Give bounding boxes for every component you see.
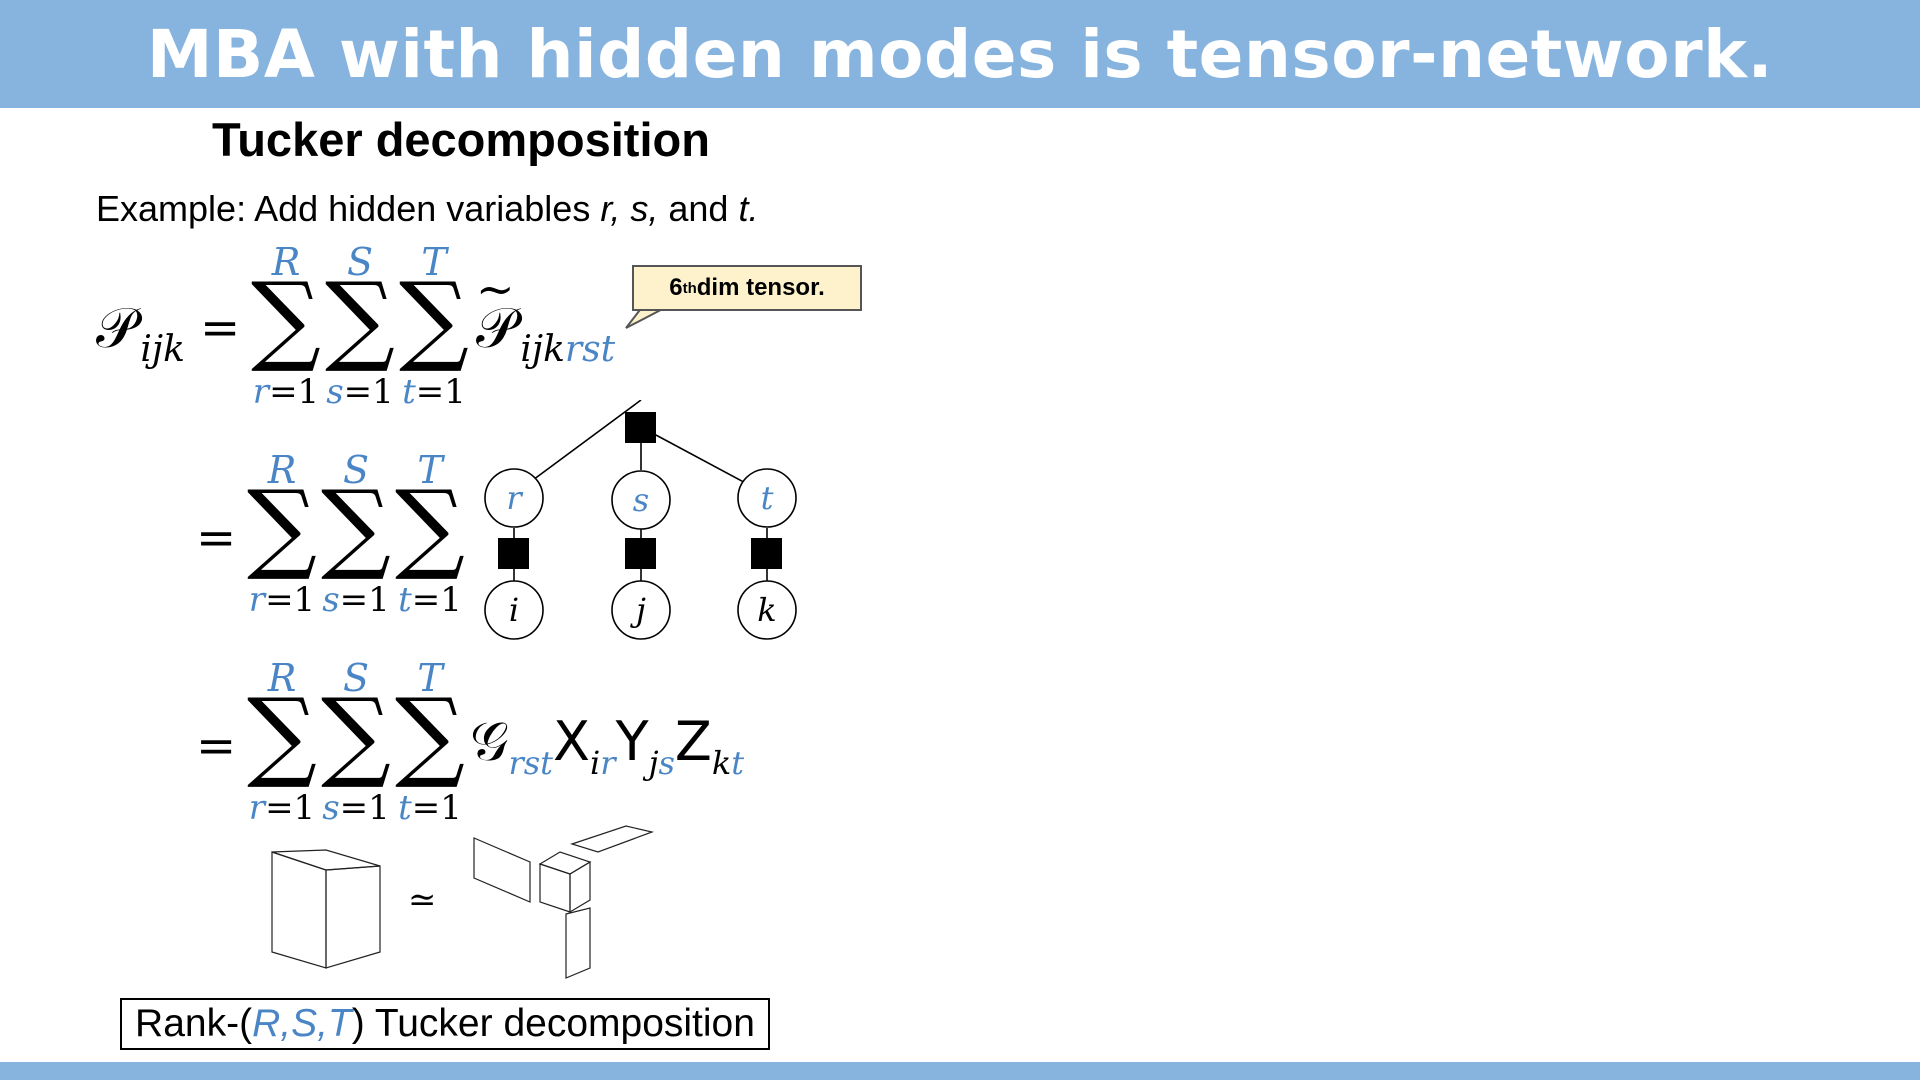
hidden-node-r (484, 468, 544, 528)
title-bar: MBA with hidden modes is tensor-network. (0, 0, 1920, 108)
eq1-lhs-symbol: 𝒫 (96, 296, 137, 361)
sum-lower: r=1 (248, 788, 316, 828)
cube-left-face (271, 851, 327, 969)
observed-node-i (484, 580, 544, 640)
sum-lower: r=1 (252, 372, 320, 412)
sum-lower: t=1 (402, 372, 466, 412)
hidden-label-t: t (761, 479, 774, 517)
core-tensor-index: rst (508, 744, 554, 782)
observed-label-i: i (509, 591, 519, 629)
factor-z-index: kt (711, 744, 745, 782)
factor-node-y (625, 538, 656, 569)
factor-x-index: ir (590, 744, 616, 782)
sum-upper: S (342, 656, 370, 700)
sum-upper: R (271, 240, 301, 284)
sigma-symbol: ∑ (247, 678, 317, 792)
example-var-r: r, (600, 188, 621, 229)
sum-lower: s=1 (326, 372, 394, 412)
sum-lower: t=1 (398, 580, 462, 620)
sum-upper: T (421, 240, 447, 284)
example-var-s: s, (620, 188, 659, 229)
factor-matrix-x (473, 837, 531, 903)
tensor-network-diagram: r s t i j k (484, 400, 797, 640)
eq1-equals: = (200, 300, 241, 356)
eq1-lhs-index: ijk (140, 329, 185, 370)
hidden-label-r: r (506, 479, 523, 517)
eq1-tilde: ~ (476, 262, 515, 316)
sum-lower: t=1 (398, 788, 462, 828)
factor-x: X (553, 710, 591, 773)
sigma-symbol: ∑ (395, 470, 465, 584)
example-prefix: Example: Add hidden variables (96, 188, 601, 229)
eq3-equals: = (196, 718, 237, 774)
core-tensor-g: 𝒢 (470, 710, 509, 773)
sum-upper: S (342, 448, 370, 492)
sum-lower: s=1 (322, 788, 390, 828)
sigma-symbol: ∑ (251, 262, 321, 376)
sum-upper: T (417, 448, 443, 492)
core-cube-left (539, 863, 571, 913)
core-cube-right (569, 860, 591, 914)
eq2-equals: = (196, 510, 237, 566)
factor-matrix-y (565, 907, 591, 979)
eq3-term: 𝒢rstXirYjsZkt (470, 710, 744, 782)
factor-matrix-z (570, 825, 655, 853)
observed-node-k (737, 580, 797, 640)
core-cube-top (538, 851, 592, 875)
factor-node-z (751, 538, 782, 569)
hidden-node-t (737, 468, 797, 528)
sigma-symbol: ∑ (399, 262, 469, 376)
slide-title: MBA with hidden modes is tensor-network. (146, 15, 1774, 93)
bottom-bar (0, 1062, 1920, 1080)
tucker-illustration (271, 825, 655, 979)
factor-z: Z (674, 710, 712, 773)
example-var-t: t. (738, 188, 759, 229)
sum-upper: R (267, 656, 297, 700)
eq1-term-symbol: 𝒫 (476, 296, 517, 361)
observed-label-k: k (757, 591, 776, 629)
sum-lower: r=1 (248, 580, 316, 620)
sigma-symbol: ∑ (321, 678, 391, 792)
factor-node-x (498, 538, 529, 569)
sum-lower: s=1 (322, 580, 390, 620)
sigma-symbol: ∑ (321, 470, 391, 584)
rank-tucker-label: Rank-(R,S,T) Tucker decomposition (120, 998, 770, 1050)
factor-y: Y (615, 710, 649, 773)
cube-right-face (325, 865, 381, 969)
factor-y-index: js (648, 744, 675, 782)
approx-symbol: ≃ (408, 880, 437, 920)
core-tensor-node (625, 412, 656, 443)
example-text: Example: Add hidden variables r, s, and … (96, 188, 758, 230)
hidden-node-s (611, 470, 671, 530)
sigma-symbol: ∑ (247, 470, 317, 584)
observed-node-j (611, 580, 671, 640)
section-subtitle: Tucker decomposition (212, 113, 710, 166)
hidden-label-s: s (633, 481, 649, 519)
sum-upper: R (267, 448, 297, 492)
sigma-symbol: ∑ (325, 262, 395, 376)
sum-upper: S (346, 240, 374, 284)
example-and: and (658, 188, 739, 229)
sum-upper: T (417, 656, 443, 700)
eq1-term-index: ijkrst (520, 329, 616, 370)
sigma-symbol: ∑ (395, 678, 465, 792)
